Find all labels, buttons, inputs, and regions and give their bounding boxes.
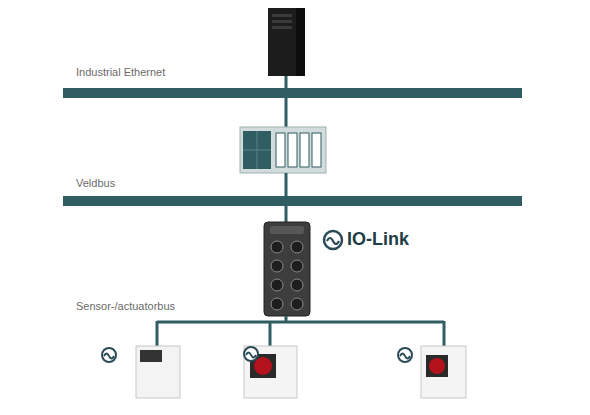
sensor-lens [254,357,272,375]
plc-cpu [243,131,271,169]
io-link-icon-wave [246,353,256,358]
io-link-icon-ring [324,231,342,249]
plc-module [276,133,285,167]
server-side [296,8,305,76]
m12-port [291,298,303,310]
io-link-icon-ring [244,347,258,361]
io-link-master [264,222,310,316]
sensor-body [244,346,297,398]
bus-name: Industrial Ethernet [76,66,165,78]
sensor-wire [269,321,272,346]
server-bay [272,20,292,23]
network-wire [285,98,288,127]
bus-band: Veldbus [63,172,522,206]
io-link-icon-ring [398,348,412,362]
master-cap [270,226,304,234]
io-link-icon [398,348,412,362]
network-wire [285,173,288,196]
io-link-icon-wave [327,238,339,244]
bus-bar [63,196,522,206]
sensor-window [426,355,448,377]
m12-port [291,279,303,291]
sensor-body [136,346,180,398]
sensor-display [140,350,162,362]
io-link-icon-wave [400,354,410,359]
sensor-wire [157,321,444,324]
plc-module [300,133,309,167]
io-link-icon-wave [104,354,114,359]
m12-port [291,241,303,253]
m12-port [271,298,283,310]
bus-label: Sensor-/actuatorbus [76,300,175,312]
plc-divider [243,150,271,151]
bus-bar [63,88,522,98]
io-link-icon [324,231,342,249]
network-wire [285,206,288,222]
io-link-icon-ring [102,348,116,362]
sensor-wire [443,321,446,346]
network-wire [285,76,288,88]
m12-port [271,279,283,291]
server-bay [272,14,292,17]
bus-band: Industrial Ethernet [63,62,522,98]
protocol-name: IO-Link [347,229,409,250]
m12-port [271,241,283,253]
plc-rack [240,127,326,173]
sensor-body [421,346,466,398]
io-link-icon [102,348,116,362]
sensor-lens [429,358,445,374]
m12-port [291,260,303,272]
server-tower [268,8,305,76]
plc-module [312,133,321,167]
sensor-wire [156,321,159,346]
bus-name: Veldbus [76,177,115,189]
plc-module [288,133,297,167]
io-link-icon [244,347,258,361]
m12-port [271,260,283,272]
server-bay [272,26,292,29]
